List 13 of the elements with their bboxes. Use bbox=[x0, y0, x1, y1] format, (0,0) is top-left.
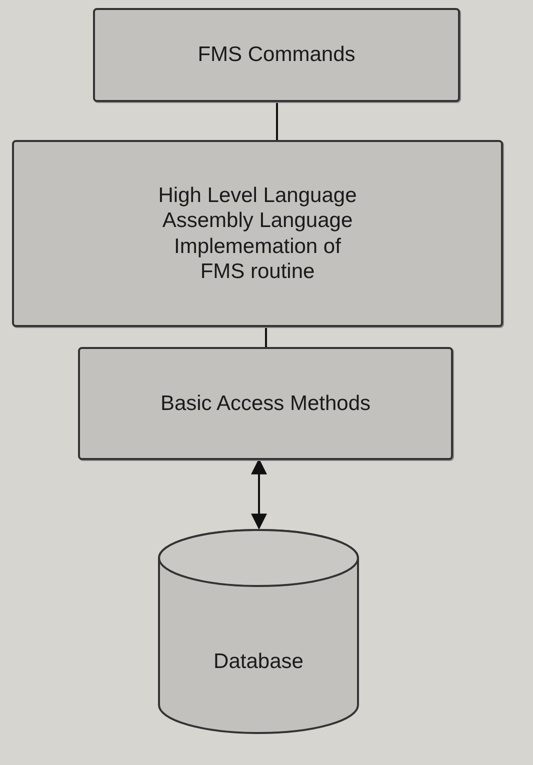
process-box bbox=[78, 347, 453, 460]
box-label: Basic Access Methods bbox=[160, 390, 371, 416]
box-label: FMS Commands bbox=[198, 42, 356, 68]
database-cylinder bbox=[157, 528, 360, 735]
box-label: Implememation of FMS routine bbox=[173, 234, 342, 284]
box-label: Assembly Language bbox=[162, 208, 353, 234]
connector bbox=[251, 458, 267, 530]
connector bbox=[276, 102, 278, 140]
box-label: Database bbox=[214, 648, 304, 674]
box-label: High Level Language bbox=[158, 183, 357, 208]
process-box bbox=[93, 8, 460, 102]
connector bbox=[265, 327, 267, 347]
process-box bbox=[12, 140, 503, 327]
